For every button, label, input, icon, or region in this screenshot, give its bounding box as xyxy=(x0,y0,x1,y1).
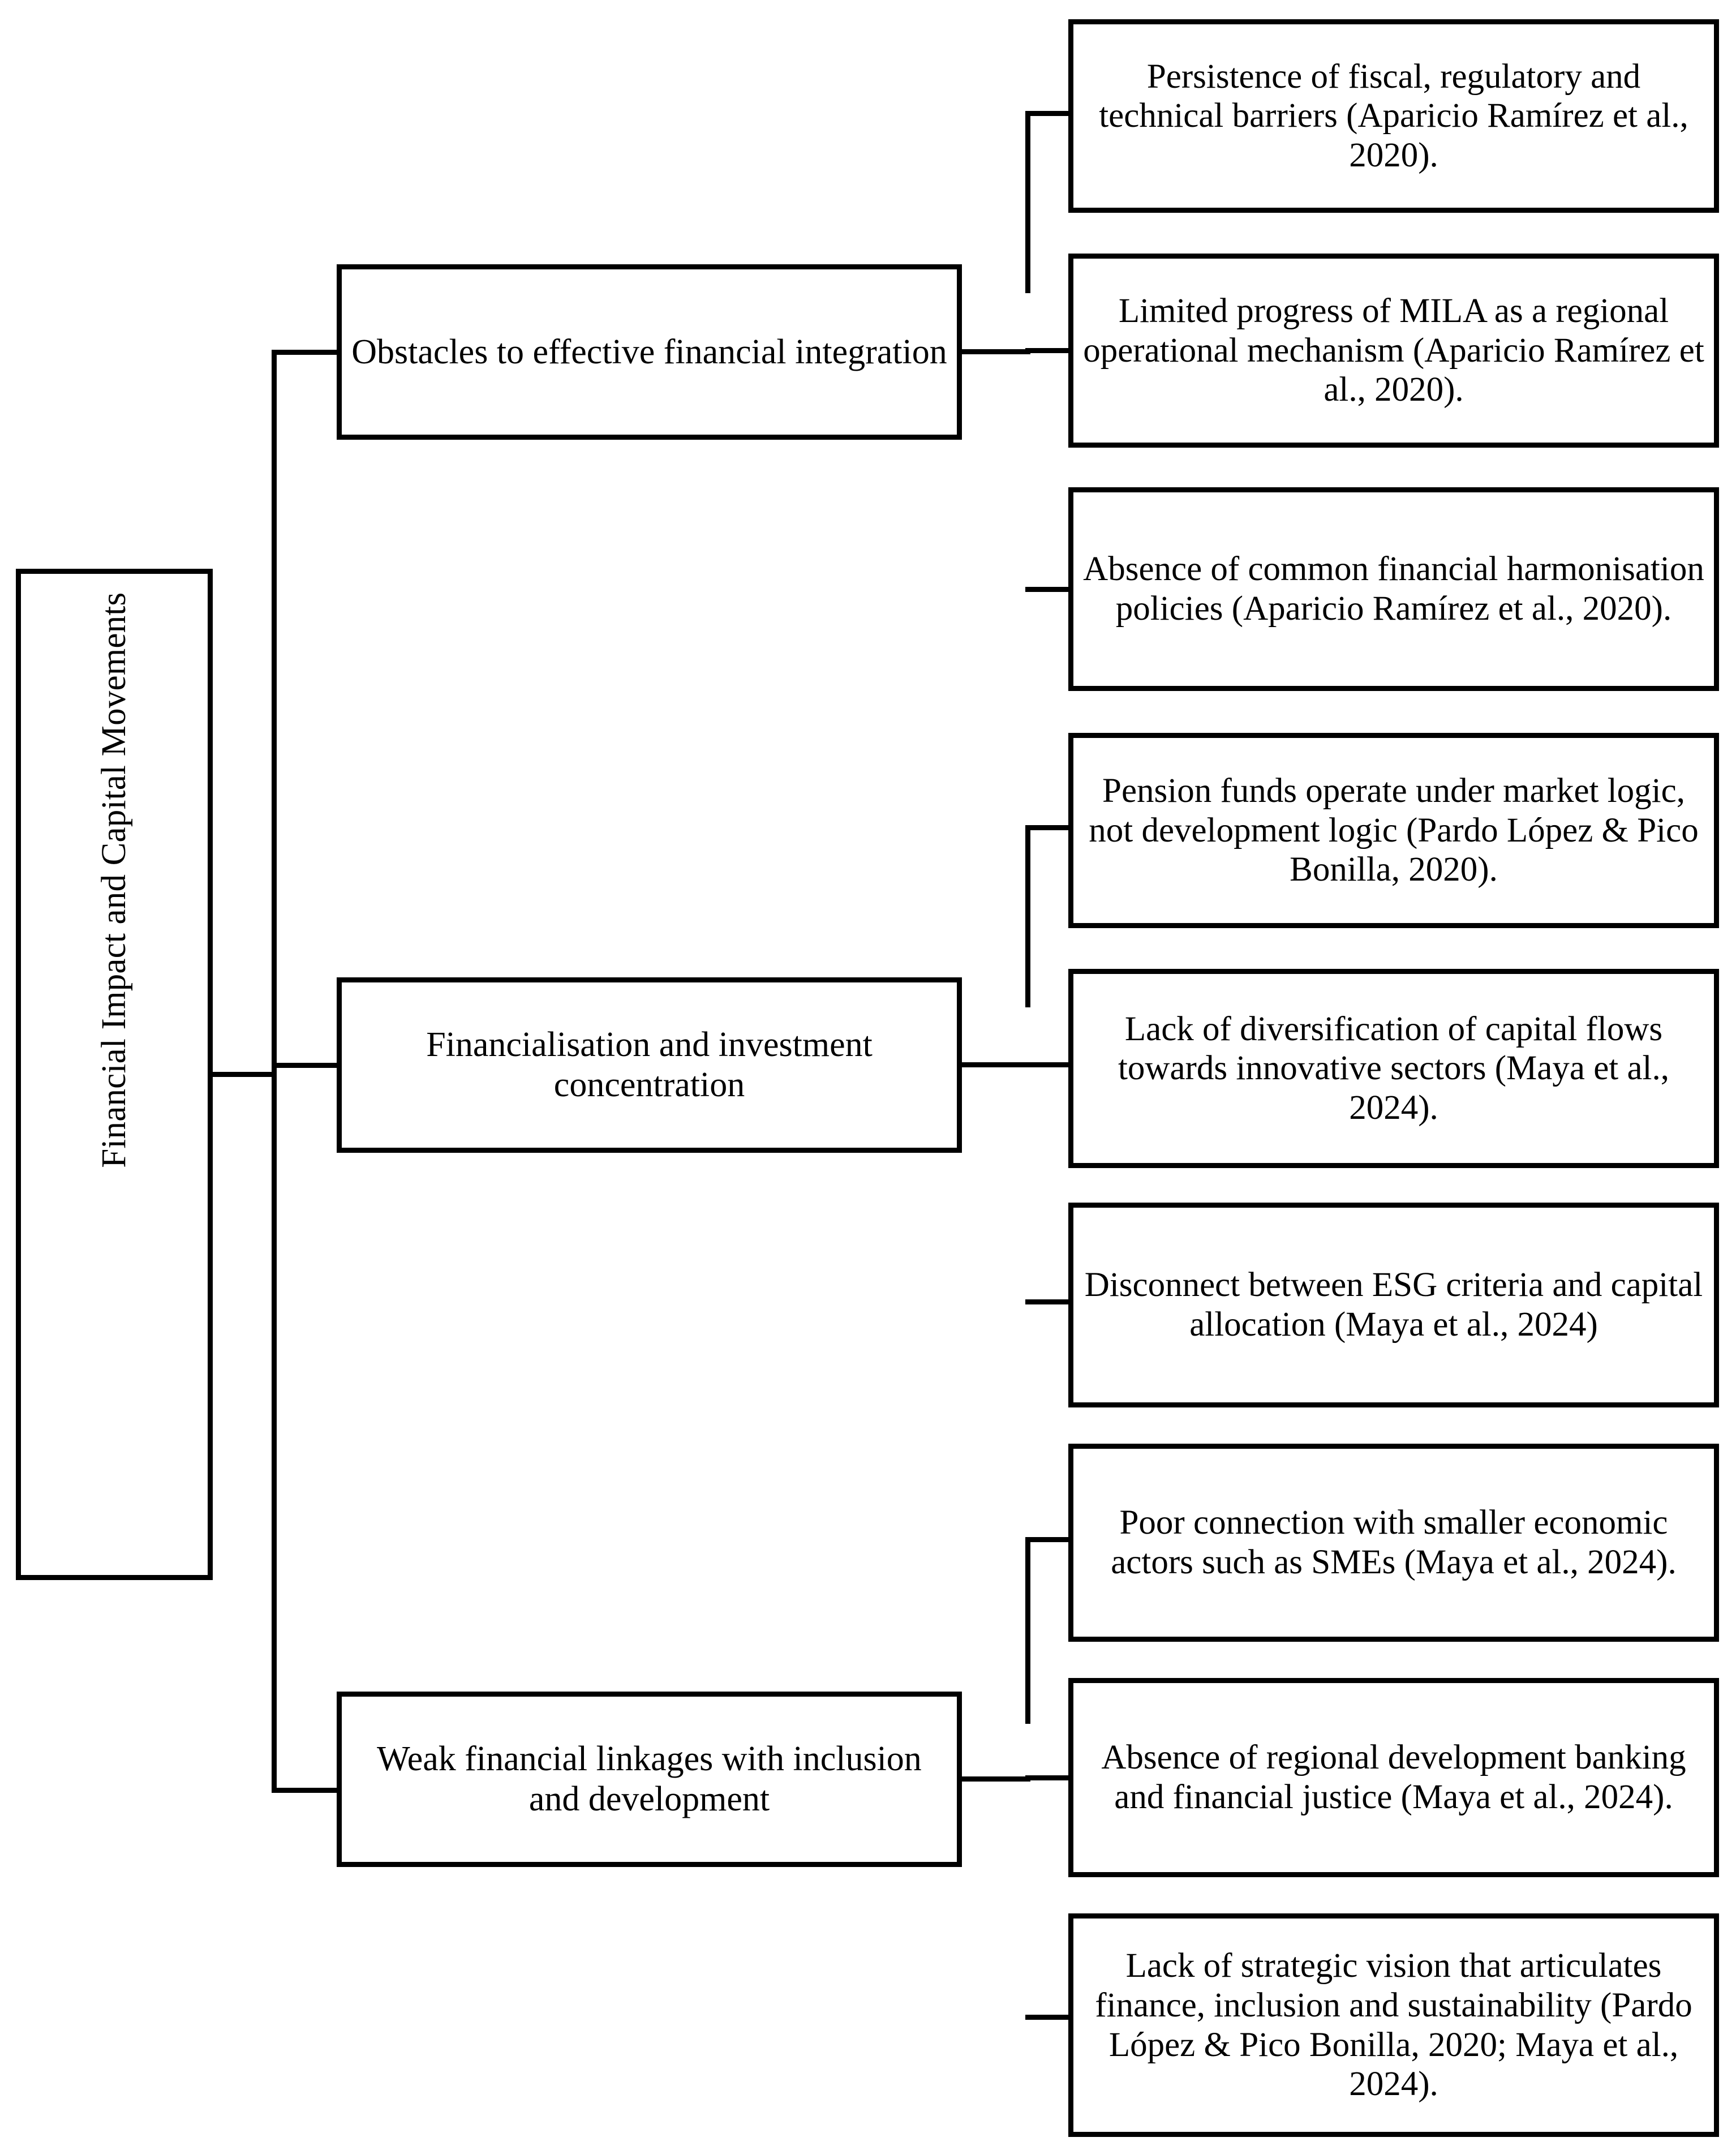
item-node-1-2-label: Limited progress of MILA as a regional o… xyxy=(1083,292,1704,409)
connector-to-item-2-2 xyxy=(1025,1062,1073,1067)
connector-trunk-to-category-1 xyxy=(272,350,342,355)
connector-category-1-to-subtrunk xyxy=(959,349,1030,354)
connector-to-item-1-2 xyxy=(1025,348,1073,353)
connector-trunk-to-category-3 xyxy=(272,1788,342,1793)
item-node-1-3-label: Absence of common financial harmonisatio… xyxy=(1083,550,1704,628)
item-node-3-1-label: Poor connection with smaller economic ac… xyxy=(1111,1504,1677,1581)
item-node-1-3[interactable]: Absence of common financial harmonisatio… xyxy=(1068,487,1719,691)
connector-main-trunk xyxy=(272,350,277,1793)
item-node-1-2[interactable]: Limited progress of MILA as a regional o… xyxy=(1068,254,1719,448)
item-node-1-1[interactable]: Persistence of fiscal, regulatory and te… xyxy=(1068,19,1719,213)
item-node-2-1-label: Pension funds operate under market logic… xyxy=(1089,772,1699,889)
item-node-2-3-label: Disconnect between ESG criteria and capi… xyxy=(1084,1266,1703,1344)
item-node-3-3[interactable]: Lack of strategic vision that articulate… xyxy=(1068,1913,1719,2137)
connector-to-item-1-1 xyxy=(1025,111,1073,116)
connector-to-item-3-2 xyxy=(1025,1775,1073,1780)
connector-to-item-2-3 xyxy=(1025,1299,1073,1304)
connector-category-2-to-subtrunk xyxy=(959,1062,1030,1067)
item-node-3-3-label: Lack of strategic vision that articulate… xyxy=(1095,1947,1692,2104)
category-node-1-label: Obstacles to effective financial integra… xyxy=(351,332,947,371)
connector-category-3-to-subtrunk xyxy=(959,1776,1030,1782)
connector-to-item-1-3 xyxy=(1025,587,1073,592)
item-node-2-2[interactable]: Lack of diversification of capital flows… xyxy=(1068,969,1719,1168)
item-node-3-2[interactable]: Absence of regional development banking … xyxy=(1068,1678,1719,1877)
connector-to-item-3-3 xyxy=(1025,2015,1073,2020)
item-node-2-2-label: Lack of diversification of capital flows… xyxy=(1118,1010,1669,1127)
category-node-2[interactable]: Financialisation and investment concentr… xyxy=(337,977,962,1153)
item-node-2-1[interactable]: Pension funds operate under market logic… xyxy=(1068,733,1719,928)
connector-root-to-trunk xyxy=(210,1072,277,1077)
root-node[interactable]: Financial Impact and Capital Movements xyxy=(16,569,213,1580)
connector-subtrunk-3 xyxy=(1025,1537,1030,1724)
connector-trunk-to-category-2 xyxy=(272,1063,342,1068)
connector-to-item-2-1 xyxy=(1025,825,1073,830)
item-node-1-1-label: Persistence of fiscal, regulatory and te… xyxy=(1099,57,1688,174)
item-node-3-2-label: Absence of regional development banking … xyxy=(1101,1739,1686,1816)
connector-subtrunk-1 xyxy=(1025,111,1030,293)
item-node-3-1[interactable]: Poor connection with smaller economic ac… xyxy=(1068,1444,1719,1642)
category-node-3[interactable]: Weak financial linkages with inclusion a… xyxy=(337,1692,962,1867)
connector-subtrunk-2 xyxy=(1025,825,1030,1007)
category-node-2-label: Financialisation and investment concentr… xyxy=(426,1025,873,1104)
item-node-2-3[interactable]: Disconnect between ESG criteria and capi… xyxy=(1068,1203,1719,1407)
connector-to-item-3-1 xyxy=(1025,1537,1073,1542)
category-node-3-label: Weak financial linkages with inclusion a… xyxy=(377,1740,922,1818)
category-node-1[interactable]: Obstacles to effective financial integra… xyxy=(337,264,962,440)
root-node-label: Financial Impact and Capital Movements xyxy=(95,592,134,1168)
